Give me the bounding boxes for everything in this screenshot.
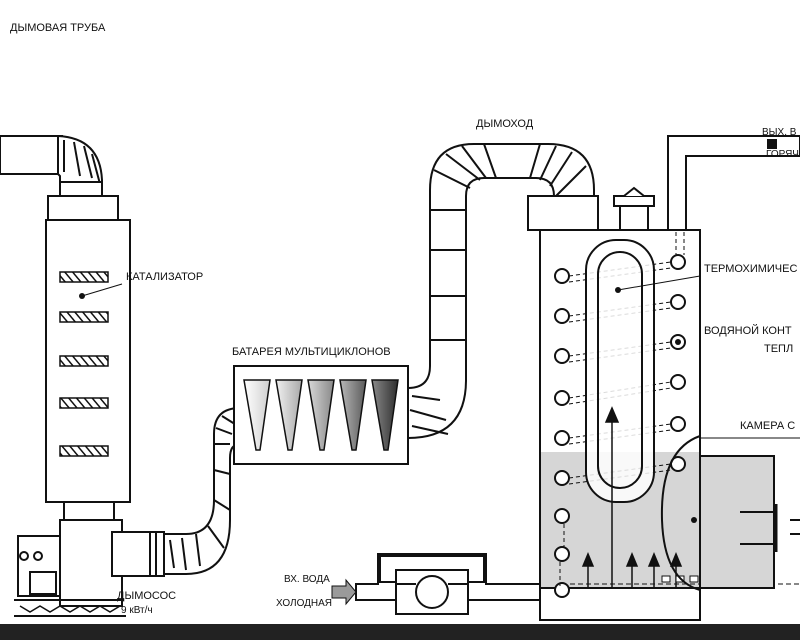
catalyst-slots: [59, 271, 109, 457]
exhauster-fan: [14, 501, 165, 607]
exhauster-spring: [14, 605, 126, 617]
label-flue: ДЫМОХОД: [476, 118, 534, 130]
label-multicyclone: БАТАРЕЯ МУЛЬТИЦИКЛОНОВ: [232, 346, 391, 358]
catalyst-leader: [81, 283, 123, 297]
label-exhauster: ДЫМОСОС: [117, 590, 177, 602]
chimney-duct: [0, 134, 103, 197]
label-water-in: ВХ. ВОДА: [284, 574, 330, 585]
thermochemical-reactor: [585, 239, 655, 503]
label-hot: ГОРЯЧ: [766, 149, 799, 160]
label-exhauster-power: 9 кВт/ч: [121, 605, 153, 616]
label-heat: ТЕПЛ: [764, 343, 794, 355]
label-chamber: КАМЕРА С: [740, 420, 796, 432]
water-inlet-pipe: [355, 553, 541, 615]
boiler-vent: [613, 186, 655, 231]
hot-water-pipe: [667, 135, 800, 231]
cyclone-cones: [243, 379, 399, 451]
label-outlet: ВЫХ. В: [762, 127, 797, 138]
label-water-circuit: ВОДЯНОЙ КОНТ: [704, 325, 792, 337]
label-catalyst: КАТАЛИЗАТОР: [126, 271, 204, 283]
exhauster-duct: [163, 406, 241, 575]
label-water-cold: ХОЛОДНАЯ: [276, 598, 333, 609]
water-inlet-arrow: [331, 578, 357, 606]
floor-line: [0, 624, 800, 640]
label-thermochem: ТЕРМОХИМИЧЕС: [704, 263, 798, 275]
combustion-chamber: [660, 435, 800, 591]
draft-arrows: [581, 406, 683, 588]
label-chimney: ДЫМОВАЯ ТРУБА: [10, 22, 106, 34]
flue-duct: [407, 143, 599, 440]
